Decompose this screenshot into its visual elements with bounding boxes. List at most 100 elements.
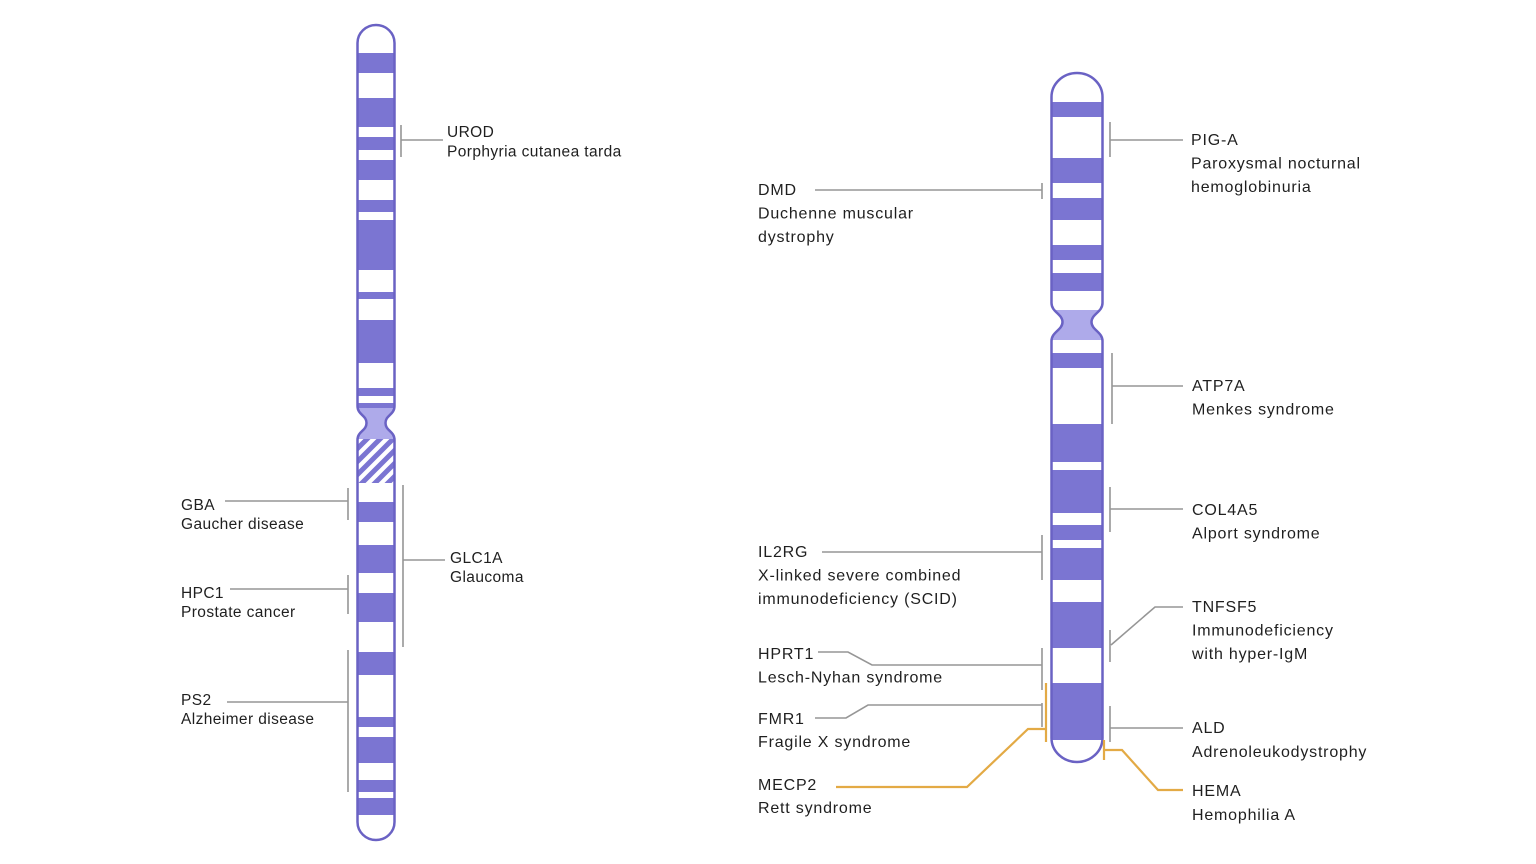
gene-symbol: ALD — [1192, 720, 1226, 737]
chromosome-band — [357, 652, 395, 675]
chromosome-band — [357, 220, 395, 270]
disease-name: Gaucher disease — [181, 516, 304, 533]
callout-ps2: PS2 Alzheimer disease — [181, 650, 349, 792]
chromosome-band — [357, 137, 395, 150]
chromosome-band — [357, 53, 395, 73]
callout-glc1a: GLC1A Glaucoma — [402, 485, 524, 647]
callout-line — [225, 488, 349, 520]
callout-line — [818, 648, 1043, 690]
disease-name: Lesch-Nyhan syndrome — [758, 670, 943, 687]
gene-symbol: ATP7A — [1192, 378, 1246, 395]
chromosome-band — [357, 593, 395, 622]
callout-mecp2: MECP2 Rett syndrome — [758, 683, 1048, 817]
chromosome-band — [357, 403, 395, 410]
callout-line — [402, 485, 445, 647]
chromosome-band — [1051, 198, 1103, 220]
gene-symbol: GBA — [181, 497, 215, 514]
disease-name: Adrenoleukodystrophy — [1192, 744, 1367, 761]
disease-name: Rett syndrome — [758, 800, 872, 817]
disease-name: hemoglobinuria — [1191, 179, 1312, 196]
disease-name: Prostate cancer — [181, 604, 296, 621]
chromosome-band — [1051, 470, 1103, 513]
gene-symbol: GLC1A — [450, 550, 503, 567]
callout-line — [230, 575, 349, 614]
chromosome-band — [357, 200, 395, 212]
chromosome-band — [357, 388, 395, 396]
disease-name: X-linked severe combined — [758, 568, 961, 585]
callout-line — [815, 183, 1043, 199]
gene-symbol: IL2RG — [758, 544, 808, 561]
disease-name: with hyper-IgM — [1191, 646, 1308, 663]
disease-name: Fragile X syndrome — [758, 734, 911, 751]
chromosome-outline — [1050, 71, 1104, 764]
chromosome-band — [357, 320, 395, 363]
callout-line — [227, 650, 349, 792]
disease-name: Menkes syndrome — [1192, 402, 1335, 419]
chromosome-band — [1051, 245, 1103, 260]
chromosome-band — [1051, 548, 1103, 580]
callout-line — [1109, 487, 1183, 532]
callout-tnfsf5: TNFSF5 Immunodeficiency with hyper-IgM — [1109, 599, 1334, 663]
chromosome-band — [1051, 424, 1103, 462]
callout-gba: GBA Gaucher disease — [181, 488, 349, 533]
gene-symbol: COL4A5 — [1192, 502, 1258, 519]
callout-line-highlight — [1102, 740, 1183, 792]
callout-urod: UROD Porphyria cutanea tarda — [400, 124, 622, 161]
callout-atp7a: ATP7A Menkes syndrome — [1111, 353, 1335, 424]
chromosome-band — [1051, 158, 1103, 183]
gene-symbol: TNFSF5 — [1192, 599, 1257, 616]
gene-symbol: MECP2 — [758, 777, 817, 794]
callout-hema: HEMA Hemophilia A — [1102, 740, 1296, 824]
chromosome-1-ideogram — [356, 23, 396, 842]
gene-symbol: HPRT1 — [758, 646, 814, 663]
chromosome-band — [1051, 353, 1103, 368]
chromosome-band — [1051, 273, 1103, 291]
callout-line — [1111, 353, 1183, 424]
gene-symbol: PS2 — [181, 692, 212, 709]
chromosome-band — [357, 292, 395, 299]
callout-ald: ALD Adrenoleukodystrophy — [1109, 706, 1367, 761]
callout-hprt1: HPRT1 Lesch-Nyhan syndrome — [758, 646, 1043, 690]
callout-line — [1109, 122, 1183, 157]
callout-line — [1109, 706, 1183, 742]
variable-region-band — [357, 436, 395, 483]
disease-name: Paroxysmal nocturnal — [1191, 156, 1361, 173]
gene-symbol: HPC1 — [181, 585, 224, 602]
disease-name: Duchenne muscular — [758, 206, 914, 223]
disease-name: immunodeficiency (SCID) — [758, 591, 958, 608]
chromosome-outline — [356, 23, 396, 842]
chromosome-band — [357, 502, 395, 522]
disease-name: Alport syndrome — [1192, 526, 1321, 543]
gene-symbol: UROD — [447, 124, 494, 141]
gene-symbol: PIG-A — [1191, 132, 1239, 149]
callout-line — [400, 125, 443, 157]
chromosome-band — [1051, 525, 1103, 540]
chromosome-band — [357, 780, 395, 792]
callout-fmr1: FMR1 Fragile X syndrome — [758, 703, 1043, 751]
disease-name: Alzheimer disease — [181, 711, 314, 728]
callout-line-highlight — [836, 683, 1048, 789]
chromosome-band — [357, 98, 395, 127]
chromosome-band — [357, 545, 395, 573]
centromere — [357, 408, 395, 439]
callout-line — [822, 535, 1043, 580]
disease-name: dystrophy — [758, 229, 835, 246]
chromosome-x-ideogram — [1050, 71, 1104, 764]
chromosome-bands — [1051, 102, 1103, 740]
chromosome-band — [1051, 683, 1103, 740]
chromosome-band — [357, 737, 395, 763]
gene-symbol: DMD — [758, 182, 797, 199]
disease-name: Glaucoma — [450, 569, 524, 586]
chromosome-band — [357, 160, 395, 180]
callout-line — [815, 703, 1043, 727]
disease-name: Hemophilia A — [1192, 807, 1296, 824]
disease-name: Immunodeficiency — [1192, 623, 1334, 640]
callout-hpc1: HPC1 Prostate cancer — [181, 575, 349, 621]
gene-symbol: FMR1 — [758, 711, 805, 728]
callout-line — [1109, 606, 1183, 662]
disease-name: Porphyria cutanea tarda — [447, 144, 622, 161]
gene-symbol: HEMA — [1192, 783, 1241, 800]
callout-pig-a: PIG-A Paroxysmal nocturnal hemoglobinuri… — [1109, 122, 1361, 196]
